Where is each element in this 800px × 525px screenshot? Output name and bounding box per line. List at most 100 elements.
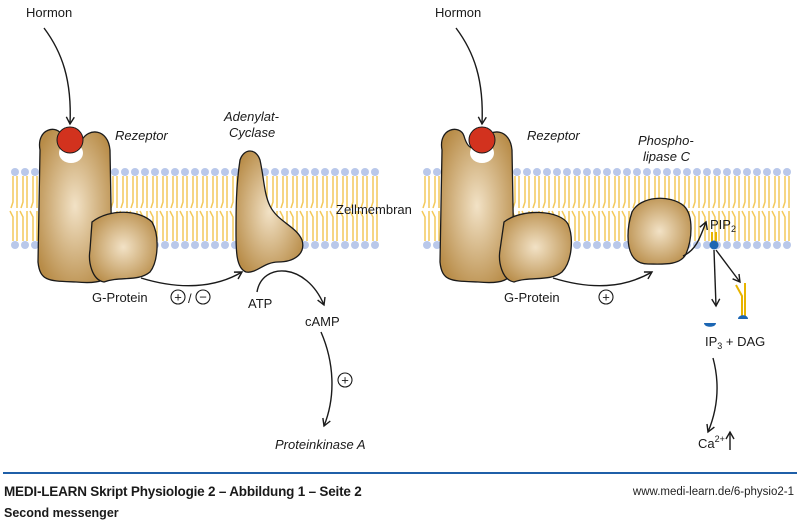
effect-stimulatory-left: + [170, 289, 186, 305]
lipid-head [773, 168, 781, 176]
effect-separator: / [188, 291, 192, 306]
g-protein-left [88, 211, 158, 283]
lipid-head [773, 241, 781, 249]
lipid-head [613, 241, 621, 249]
lipid-head [553, 168, 561, 176]
lipid-head [603, 241, 611, 249]
effect-camp-stimulatory: + [337, 372, 353, 388]
lipid-head [523, 168, 531, 176]
second-messenger-diagram: Hormon Rezeptor Adenylat- Cyclase G-Prot… [9, 5, 791, 452]
enzyme-label-right-line2: lipase C [643, 149, 691, 164]
lipid-head [683, 168, 691, 176]
lipid-head [733, 168, 741, 176]
lipid-head [11, 168, 19, 176]
lipid-head [583, 168, 591, 176]
footer-rule [3, 472, 797, 474]
effect-stimulatory-right: + [598, 289, 614, 305]
lipid-head [351, 241, 359, 249]
lipid-head [191, 168, 199, 176]
pip2-molecule [709, 232, 719, 250]
lipid-head [31, 241, 39, 249]
lipid-head [171, 241, 179, 249]
lipid-head [321, 168, 329, 176]
lipid-head [633, 168, 641, 176]
enzyme-label-left-line2: Cyclase [229, 125, 275, 140]
footer-subtitle: Second messenger [4, 506, 119, 520]
lipid-head [171, 168, 179, 176]
ip3-dag-label: IP3 + DAG [705, 334, 765, 351]
lipid-head [643, 168, 651, 176]
lipid-head [603, 168, 611, 176]
effect-inhibitory-left: − [195, 289, 211, 305]
footer-title: MEDI-LEARN Skript Physiologie 2 – Abbild… [4, 484, 362, 499]
lipid-head [231, 168, 239, 176]
lipid-head [593, 168, 601, 176]
lipid-head [341, 168, 349, 176]
lipid-head [663, 168, 671, 176]
arrow-pip2-to-ip3 [711, 249, 721, 308]
lipid-head [693, 168, 701, 176]
lipid-head [673, 168, 681, 176]
arrow-gprotein-to-plc [552, 271, 654, 287]
lipid-head [743, 241, 751, 249]
lipid-head [543, 168, 551, 176]
lipid-head [573, 241, 581, 249]
footer-url: www.medi-learn.de/6-physio2-1 [632, 486, 794, 498]
arrow-camp-to-pka [320, 331, 333, 428]
pip2-label: PIP2 [710, 217, 736, 234]
lipid-head [361, 168, 369, 176]
lipid-head [723, 168, 731, 176]
lipid-head [201, 241, 209, 249]
svg-text:+: + [602, 290, 610, 305]
lipid-head [281, 168, 289, 176]
hormone-molecule-right [468, 126, 496, 154]
lipid-head [221, 168, 229, 176]
arrow-plc-to-pip2 [682, 220, 708, 257]
lipid-head [653, 168, 661, 176]
lipid-head [371, 168, 379, 176]
arrow-hormone-right [455, 27, 487, 126]
hormone-molecule-left [56, 126, 84, 154]
g-protein-right [498, 211, 573, 283]
lipid-head [433, 241, 441, 249]
lipid-head [371, 241, 379, 249]
lipid-head [361, 241, 369, 249]
lipid-head [311, 241, 319, 249]
lipid-head [703, 241, 711, 249]
receptor-label-left: Rezeptor [115, 128, 168, 143]
lipid-head [331, 241, 339, 249]
lipid-head [423, 168, 431, 176]
arrow-pip2-to-dag [715, 249, 741, 284]
arrow-ip3-to-ca [706, 357, 718, 434]
lipid-head [211, 241, 219, 249]
lipid-head [121, 168, 129, 176]
lipid-head [321, 241, 329, 249]
arrow-hormone-left [43, 27, 75, 126]
lipid-head [11, 241, 19, 249]
lipid-head [583, 241, 591, 249]
svg-text:+: + [341, 373, 349, 388]
receptor-label-right: Rezeptor [527, 128, 580, 143]
lipid-head [181, 241, 189, 249]
enzyme-label-right-line1: Phospho- [638, 133, 694, 148]
lipid-head [763, 241, 771, 249]
receptor-right [439, 126, 515, 284]
lipid-head [21, 168, 29, 176]
proteinkinase-a-label: Proteinkinase A [275, 437, 366, 452]
lipid-head [533, 168, 541, 176]
lipid-head [271, 168, 279, 176]
atp-label: ATP [248, 296, 272, 311]
arrow-atp-to-camp [256, 270, 326, 307]
lipid-head [613, 168, 621, 176]
lipid-head [623, 168, 631, 176]
lipid-head [753, 241, 761, 249]
lipid-head [763, 168, 771, 176]
dag-glyph [735, 283, 748, 319]
lipid-head [211, 168, 219, 176]
lipid-head [743, 168, 751, 176]
lipid-head [111, 168, 119, 176]
lipid-head [291, 168, 299, 176]
lipid-head [341, 241, 349, 249]
lipid-head [593, 241, 601, 249]
lipid-head [161, 168, 169, 176]
